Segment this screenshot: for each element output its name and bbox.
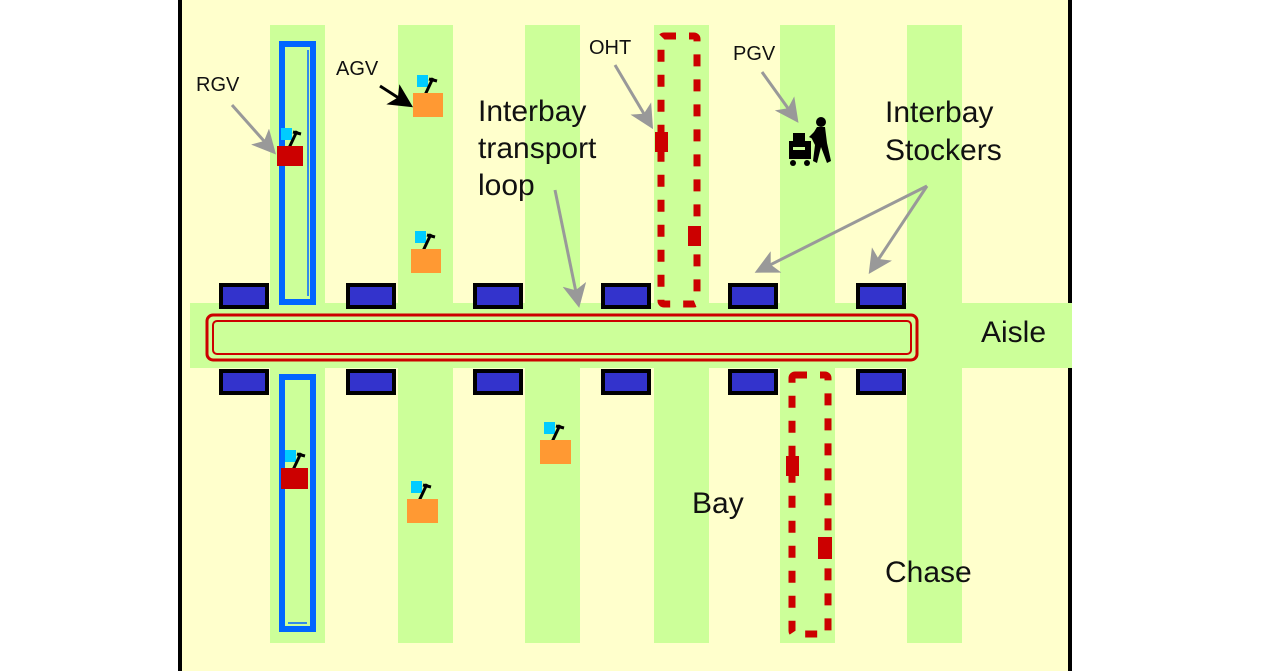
agv-vehicle-icon <box>407 481 438 523</box>
interbay-loop-label-line1: Interbay <box>478 95 586 128</box>
rgv-callout-arrow <box>230 104 276 155</box>
agv-vehicle-icon <box>413 75 443 117</box>
rgv-track-top <box>279 41 316 305</box>
oht-vehicle-icon <box>688 226 701 246</box>
frame-left-border <box>178 0 182 671</box>
interbay-transport-loop <box>205 313 919 362</box>
pgv-callout-arrow <box>760 71 799 123</box>
oht-vehicle-icon <box>818 537 832 559</box>
frame-right-border-top <box>1068 0 1072 303</box>
stocker-top <box>346 283 396 309</box>
stocker-bottom <box>346 369 396 395</box>
stocker-top <box>728 283 778 309</box>
chase-label: Chase <box>885 556 972 589</box>
stocker-top <box>601 283 651 309</box>
aisle <box>190 303 1072 368</box>
interbay-loop-callout-arrow <box>553 189 587 308</box>
rgv-label: RGV <box>196 74 240 96</box>
stocker-top <box>856 283 906 309</box>
interbay-stockers <box>219 283 906 395</box>
oht-track-bottom <box>788 371 832 638</box>
pgv-label: PGV <box>733 43 776 65</box>
rgv-vehicle-icon <box>277 128 303 166</box>
stocker-bottom <box>728 369 778 395</box>
bay-label: Bay <box>692 487 744 520</box>
stocker-top <box>473 283 523 309</box>
agv-vehicle-icon <box>540 422 571 464</box>
interbay-loop-label-line3: loop <box>478 169 535 202</box>
stocker-bottom <box>473 369 523 395</box>
rgv-track-bottom <box>279 374 316 632</box>
oht-vehicle-icon <box>786 456 799 476</box>
oht-label: OHT <box>589 37 631 59</box>
agv-callout-arrow <box>379 84 414 108</box>
stocker-bottom <box>219 369 269 395</box>
stockers-callout-arrow-1 <box>754 184 928 273</box>
agv-vehicle-icon <box>411 231 441 273</box>
agv-label: AGV <box>336 58 379 80</box>
interbay-loop-label-line2: transport <box>478 132 597 165</box>
interbay-stockers-label-line2: Stockers <box>885 134 1002 167</box>
interbay-stockers-label-line1: Interbay <box>885 96 993 129</box>
frame-right-border-bottom <box>1068 368 1072 671</box>
stocker-top <box>219 283 269 309</box>
oht-callout-arrow <box>613 64 654 130</box>
pgv-person-cart-icon <box>789 117 831 166</box>
stockers-callout-arrow-2 <box>868 185 929 275</box>
rgv-vehicle-icon <box>281 450 308 489</box>
stocker-bottom <box>856 369 906 395</box>
stocker-bottom <box>601 369 651 395</box>
aisle-label: Aisle <box>981 316 1046 349</box>
oht-vehicle-icon <box>655 132 668 152</box>
